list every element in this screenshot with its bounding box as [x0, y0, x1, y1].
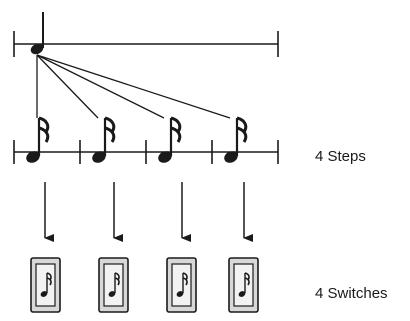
sixteenth-note-icon [158, 116, 182, 163]
sixteenth-note-icon [92, 116, 116, 163]
switch-1 [30, 257, 61, 313]
steps-measure-bar [13, 140, 279, 164]
sixteenth-note-icon [238, 272, 250, 297]
sixteenth-note-icon [26, 116, 50, 163]
step-note-4 [224, 116, 248, 163]
switch-4 [228, 257, 259, 313]
switch-3 [166, 257, 197, 313]
division-lines [36, 54, 231, 119]
step-to-switch-arrows [44, 182, 253, 242]
sixteenth-note-icon [176, 272, 188, 297]
step-note-2 [92, 116, 116, 163]
sixteenth-note-icon [108, 272, 120, 297]
eighth-note-icon [30, 12, 44, 55]
sixteenth-note-icon [224, 116, 248, 163]
top-measure-bar [13, 31, 279, 57]
step-note-3 [158, 116, 182, 163]
switches-label: 4 Switches [315, 285, 388, 302]
sixteenth-note-icon [40, 272, 52, 297]
steps-label: 4 Steps [315, 148, 366, 165]
step-note-1 [26, 116, 50, 163]
switch-2 [98, 257, 129, 313]
